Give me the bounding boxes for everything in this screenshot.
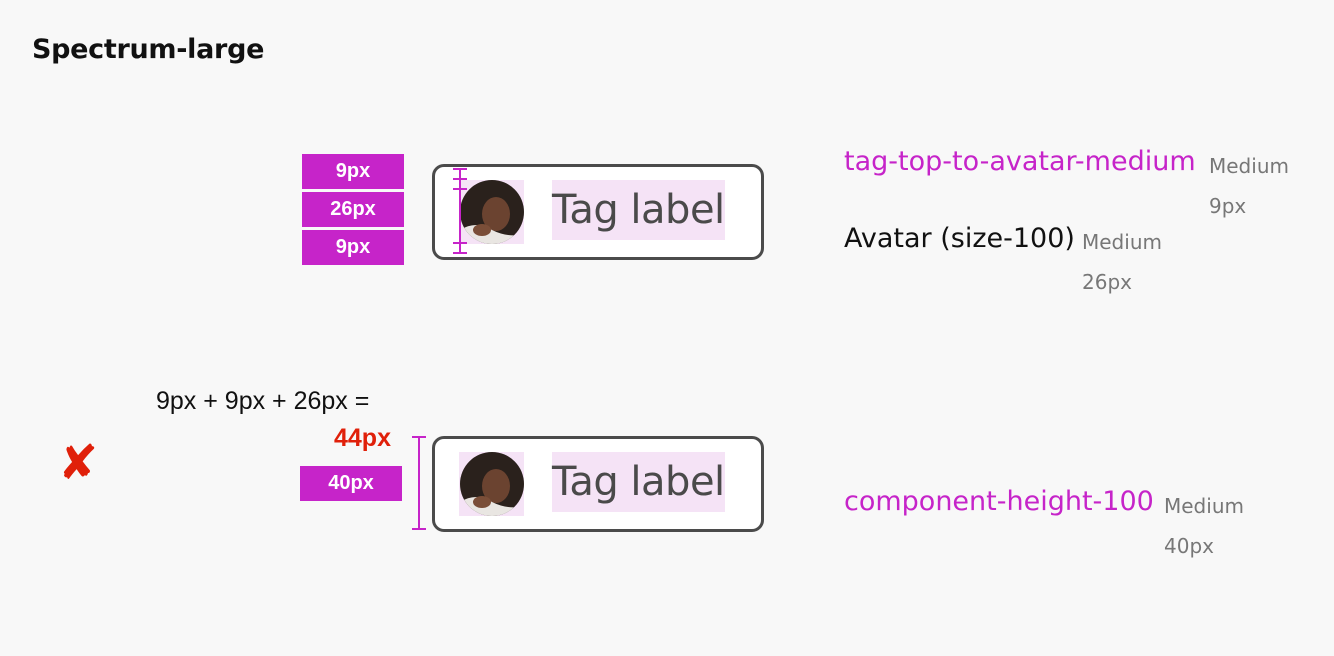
measure-tick (453, 178, 467, 180)
height-badge: 40px (300, 466, 402, 501)
token-tag-top-to-avatar: tag-top-to-avatar-medium (844, 146, 1196, 177)
spec-meta: Medium 26px (1082, 230, 1162, 294)
measure-tick (453, 242, 467, 244)
avatar (460, 452, 524, 516)
spacing-badge-bottom: 9px (302, 230, 404, 265)
measure-tick (453, 188, 467, 190)
spec-meta: Medium 9px (1209, 154, 1289, 218)
avatar (460, 180, 524, 244)
tag-label: Tag label (552, 452, 725, 512)
measure-tick (453, 252, 467, 254)
height-sum: 44px (334, 424, 391, 452)
avatar-photo-icon (460, 180, 524, 244)
page-title: Spectrum-large (32, 34, 265, 65)
tag-label: Tag label (552, 180, 725, 240)
token-avatar-size: Avatar (size-100) (844, 223, 1075, 254)
measure-line (459, 168, 461, 254)
measure-tick (453, 168, 467, 170)
measure-line (418, 436, 420, 530)
measure-tick (412, 436, 426, 438)
avatar-photo-icon (460, 452, 524, 516)
token-component-height: component-height-100 (844, 486, 1154, 517)
error-mark-icon: ✘ (58, 437, 99, 490)
spacing-badge-top: 9px (302, 154, 404, 189)
height-equation: 9px + 9px + 26px = (156, 387, 370, 415)
measure-tick (412, 528, 426, 530)
spec-meta: Medium 40px (1164, 494, 1244, 558)
spacing-badge-avatar: 26px (302, 192, 404, 227)
